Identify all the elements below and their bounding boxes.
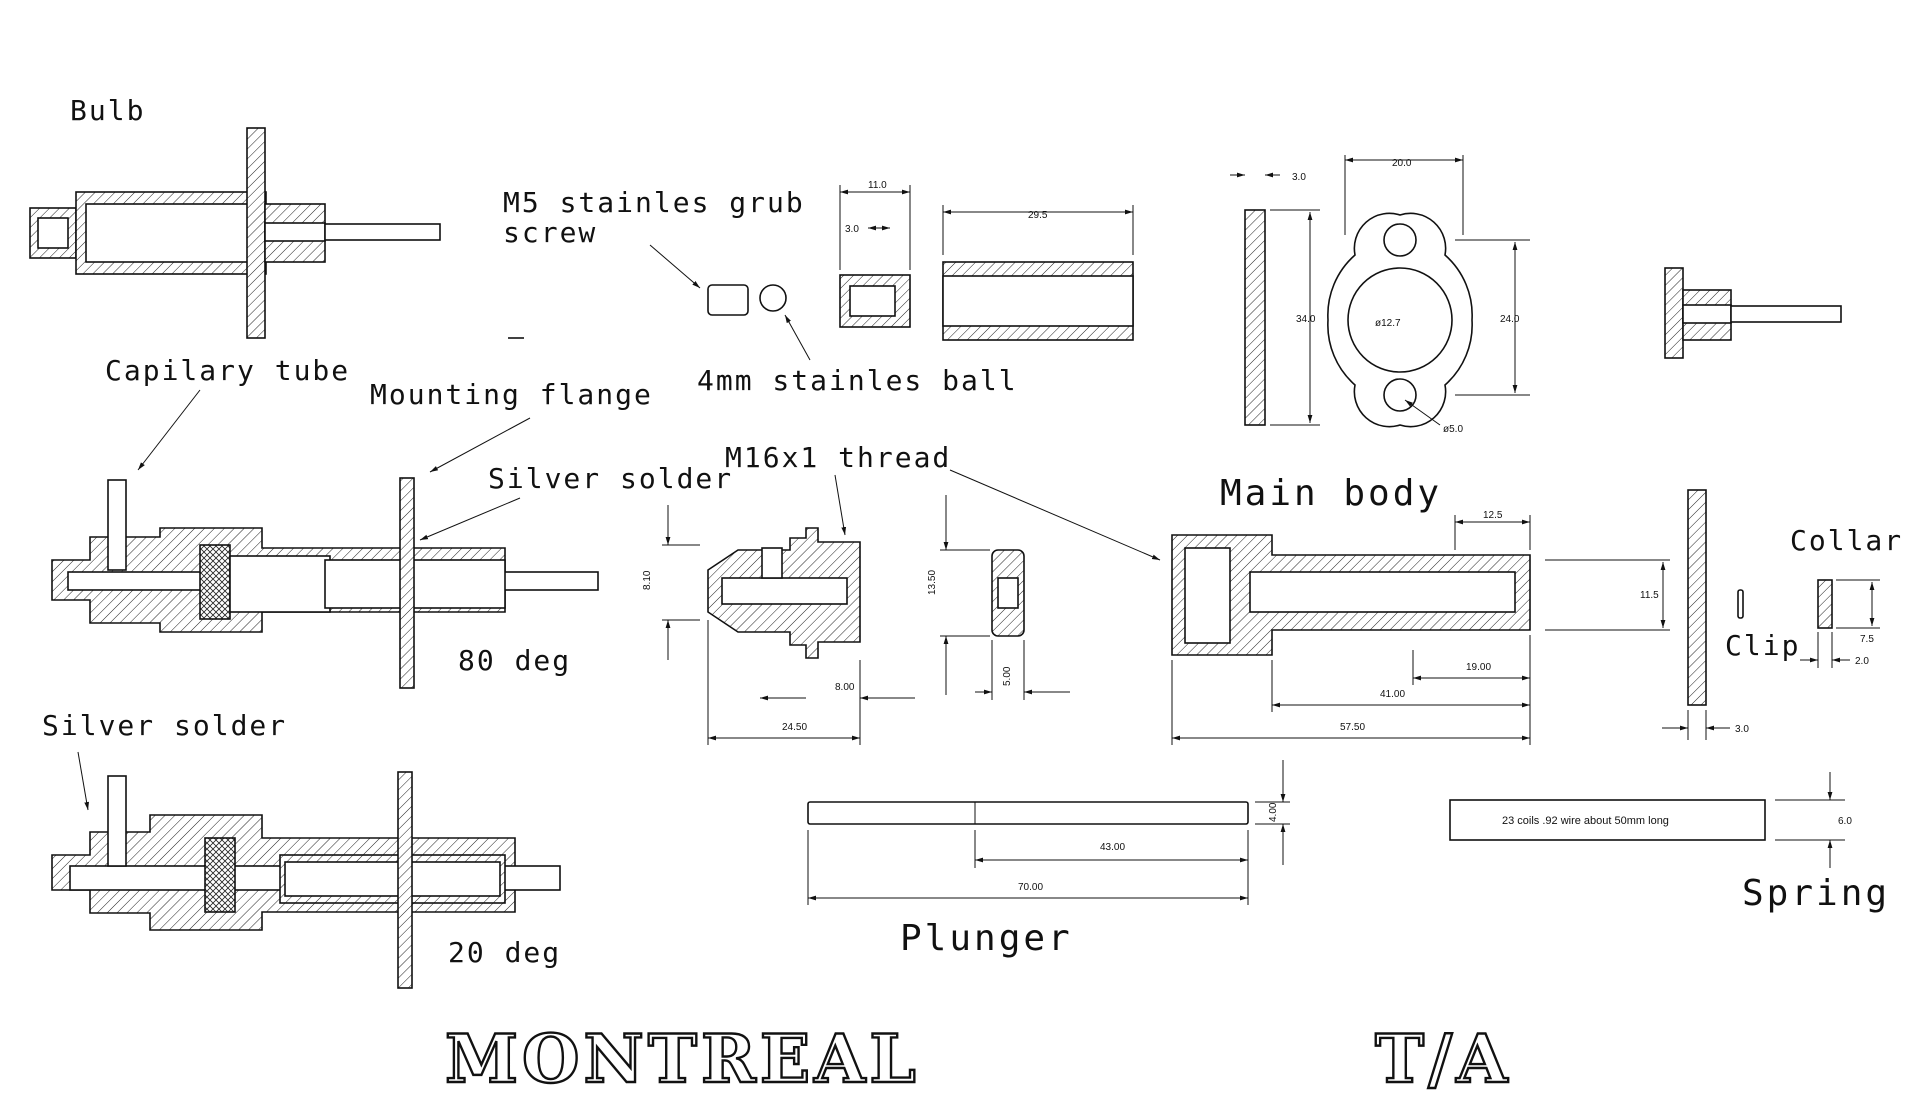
dim-24-50: 24.50: [782, 722, 807, 733]
dim-8-10: 8.10: [642, 570, 653, 590]
dim-11-5: 11.5: [1640, 590, 1659, 601]
dim-20-0: 20.0: [1392, 158, 1412, 169]
dim-phi-5-0: ø5.0: [1443, 424, 1463, 435]
spring-label: Spring: [1742, 873, 1890, 914]
main-body-drawing: [1171, 534, 1531, 656]
dim-3-0-a: 3.0: [845, 224, 859, 235]
plunger-drawing: [807, 801, 1249, 825]
ball-drawing: [759, 284, 787, 312]
deg-80-label: 80 deg: [458, 644, 571, 677]
dim-29-5: 29.5: [1028, 210, 1048, 221]
nut-drawing: [991, 549, 1025, 637]
dim-24-0: 24.0: [1500, 314, 1520, 325]
collar-drawing: [1817, 579, 1833, 629]
seat-part-drawing: [839, 274, 911, 328]
valve-seat-drawing: [707, 527, 861, 659]
title-montreal: MONTREAL: [445, 1020, 920, 1098]
deg-20-label: 20 deg: [448, 936, 561, 969]
dim-12-5: 12.5: [1483, 510, 1503, 521]
flange-plate-drawing: [1327, 212, 1473, 428]
dim-57-50: 57.50: [1340, 722, 1365, 733]
dim-phi-12-7: ø12.7: [1375, 318, 1401, 329]
spring-drawing: [1449, 799, 1766, 841]
silver-solder-label-1: Silver solder: [488, 462, 733, 495]
bulb-end-drawing: [1664, 267, 1842, 359]
dim-34-0: 34.0: [1296, 314, 1316, 325]
spring-note: 23 coils .92 wire about 50mm long: [1502, 815, 1669, 827]
ball-label: 4mm stainles ball: [697, 364, 1018, 397]
mounting-flange-label: Mounting flange: [370, 378, 653, 411]
assembly-80deg-drawing: [51, 477, 599, 689]
clip-drawing: [1737, 589, 1744, 619]
assembly-20deg-drawing: [51, 771, 561, 989]
plunger-label: Plunger: [900, 918, 1073, 959]
flange-side-drawing: [1244, 209, 1266, 426]
dim-5-00: 5.00: [1002, 666, 1013, 686]
bulb-label: Bulb: [70, 94, 145, 127]
flange-side-right-drawing: [1687, 489, 1707, 706]
dim-7-5: 7.5: [1860, 634, 1874, 645]
dim-2-0: 2.0: [1855, 656, 1869, 667]
dim-8-00: 8.00: [835, 682, 855, 693]
dim-13-50: 13.50: [927, 570, 938, 595]
dim-6-0: 6.0: [1838, 816, 1852, 827]
clip-label: Clip: [1725, 629, 1800, 662]
dim-3-0-c: 3.0: [1735, 724, 1749, 735]
title-ta: T/A: [1375, 1020, 1511, 1098]
bulb-drawing: [29, 127, 441, 339]
dim-41-00: 41.00: [1380, 689, 1405, 700]
dim-4-00: 4.00: [1268, 802, 1279, 822]
grub-screw-drawing: [707, 284, 749, 316]
collar-label: Collar: [1790, 524, 1903, 557]
capillary-tube-label: Capilary tube: [105, 354, 350, 387]
grub-screw-label-line1: M5 stainles grub: [503, 186, 805, 219]
dim-11-0: 11.0: [868, 180, 887, 191]
grub-screw-label-line2: screw: [503, 216, 597, 249]
thread-label: M16x1 thread: [725, 441, 951, 474]
dim-19-00: 19.00: [1466, 662, 1491, 673]
dim-70-00: 70.00: [1018, 882, 1043, 893]
dim-43-00: 43.00: [1100, 842, 1125, 853]
dim-3-0-b: 3.0: [1292, 172, 1306, 183]
silver-solder-label-2: Silver solder: [42, 709, 287, 742]
tube-part-drawing: [942, 261, 1134, 341]
main-body-label: Main body: [1220, 473, 1442, 514]
